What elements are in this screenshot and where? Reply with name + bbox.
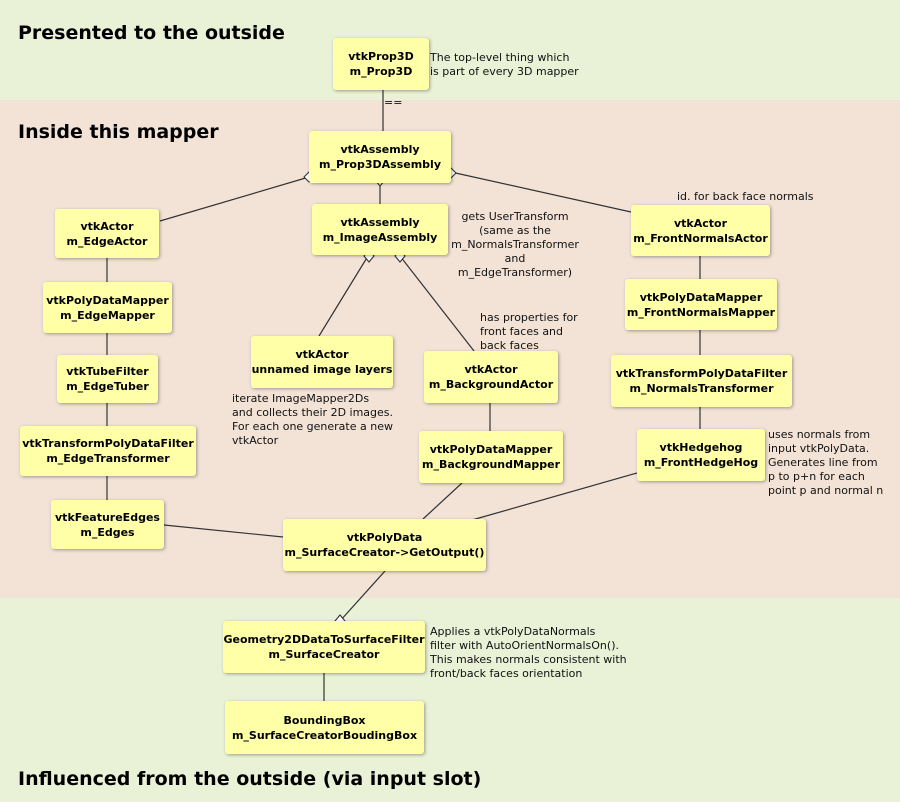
- node-assembly-type: vtkAssembly: [340, 143, 420, 156]
- input-slot-section-band: [0, 598, 900, 802]
- node-background-mapper-type: vtkPolyDataMapper: [429, 443, 553, 456]
- node-edge-transformer: vtkTransformPolyDataFilter m_EdgeTransfo…: [20, 426, 196, 476]
- node-bounding-box-type: BoundingBox: [283, 713, 366, 727]
- edge-edges-polydata: [163, 524, 284, 538]
- node-edge-tuber-name: m_EdgeTuber: [66, 380, 149, 393]
- node-assembly: vtkAssembly m_Prop3DAssembly: [309, 131, 451, 183]
- node-background-actor: vtkActor m_BackgroundActor: [424, 351, 558, 403]
- edge-polydata-surface-creator: [339, 570, 386, 622]
- node-image-layers-type: vtkActor: [295, 348, 349, 361]
- node-feature-edges-type: vtkFeatureEdges: [55, 510, 160, 524]
- section-title-outside: Presented to the outside: [18, 22, 285, 44]
- node-normals-transformer-type: vtkTransformPolyDataFilter: [615, 367, 788, 380]
- node-front-normals-mapper-name: m_FrontNormalsMapper: [626, 305, 776, 319]
- note-user-transform: gets UserTransform (same as the m_Normal…: [451, 210, 579, 279]
- node-front-hedgehog-type: vtkHedgehog: [659, 441, 743, 454]
- node-edge-tuber-type: vtkTubeFilter: [66, 365, 149, 378]
- note-back-face-normals: id. for back face normals: [677, 190, 814, 203]
- node-background-actor-type: vtkActor: [464, 363, 518, 376]
- node-edge-mapper-name: m_EdgeMapper: [60, 308, 155, 322]
- node-surface-creator: Geometry2DDataToSurfaceFilter m_SurfaceC…: [223, 621, 425, 673]
- node-front-hedgehog: vtkHedgehog m_FrontHedgeHog: [637, 429, 765, 481]
- note-surface-creator: Applies a vtkPolyDataNormals filter with…: [430, 625, 627, 680]
- node-surface-creator-type: Geometry2DDataToSurfaceFilter: [223, 633, 425, 646]
- edge-background-mapper-polydata: [422, 482, 463, 520]
- node-background-mapper: vtkPolyDataMapper m_BackgroundMapper: [419, 431, 563, 483]
- node-edge-actor-type: vtkActor: [80, 219, 134, 233]
- node-image-assembly-name: m_ImageAssembly: [322, 230, 438, 244]
- node-bounding-box-name: m_SurfaceCreatorBoudingBox: [231, 728, 418, 742]
- node-background-actor-name: m_BackgroundActor: [428, 378, 554, 391]
- node-image-assembly-type: vtkAssembly: [340, 215, 420, 229]
- node-normals-transformer-name: m_NormalsTransformer: [629, 382, 774, 395]
- node-front-normals-mapper-type: vtkPolyDataMapper: [639, 290, 763, 304]
- outside-section-band: [0, 0, 900, 100]
- node-image-layers-name: unnamed image layers: [251, 363, 393, 376]
- node-polydata-type: vtkPolyData: [346, 531, 423, 544]
- node-front-normals-actor-type: vtkActor: [673, 216, 728, 230]
- node-polydata: vtkPolyData m_SurfaceCreator->GetOutput(…: [283, 519, 486, 571]
- node-front-hedgehog-name: m_FrontHedgeHog: [643, 456, 759, 469]
- edge-image-assembly-layers: [318, 255, 369, 337]
- node-image-layers: vtkActor unnamed image layers: [251, 336, 393, 388]
- node-feature-edges-name: m_Edges: [80, 525, 135, 539]
- note-hedgehog: uses normals from input vtkPolyData. Gen…: [768, 428, 884, 497]
- node-prop3d: vtkProp3D m_Prop3D: [333, 38, 429, 90]
- node-edge-transformer-name: m_EdgeTransformer: [46, 452, 170, 465]
- node-prop3d-type: vtkProp3D: [348, 50, 414, 63]
- section-title-input-slot: Influenced from the outside (via input s…: [18, 768, 482, 790]
- node-front-normals-mapper: vtkPolyDataMapper m_FrontNormalsMapper: [625, 279, 777, 330]
- note-background-properties: has properties for front faces and back …: [480, 311, 578, 352]
- node-edge-transformer-type: vtkTransformPolyDataFilter: [22, 437, 194, 450]
- node-front-normals-actor-name: m_FrontNormalsActor: [633, 231, 768, 245]
- node-edge-mapper: vtkPolyDataMapper m_EdgeMapper: [43, 282, 172, 333]
- note-image-mapper: iterate ImageMapper2Ds and collects thei…: [232, 392, 394, 447]
- equality-edge-label: ==: [384, 96, 403, 109]
- node-background-mapper-name: m_BackgroundMapper: [422, 458, 560, 471]
- node-surface-creator-name: m_SurfaceCreator: [268, 648, 380, 661]
- node-image-assembly: vtkAssembly m_ImageAssembly: [312, 204, 448, 255]
- node-front-normals-actor: vtkActor m_FrontNormalsActor: [631, 205, 770, 256]
- node-feature-edges: vtkFeatureEdges m_Edges: [51, 500, 164, 549]
- node-edge-mapper-type: vtkPolyDataMapper: [46, 293, 169, 307]
- node-edge-actor: vtkActor m_EdgeActor: [55, 209, 159, 258]
- node-prop3d-name: m_Prop3D: [349, 65, 413, 78]
- node-assembly-name: m_Prop3DAssembly: [318, 158, 441, 171]
- edge-image-assembly-background: [399, 255, 475, 352]
- node-normals-transformer: vtkTransformPolyDataFilter m_NormalsTran…: [611, 355, 792, 407]
- section-title-inside: Inside this mapper: [18, 121, 219, 143]
- node-bounding-box: BoundingBox m_SurfaceCreatorBoudingBox: [225, 701, 424, 754]
- note-prop3d: The top-level thing which is part of eve…: [430, 51, 579, 78]
- node-edge-actor-name: m_EdgeActor: [66, 234, 148, 248]
- node-polydata-name: m_SurfaceCreator->GetOutput(): [284, 546, 485, 559]
- edge-assembly-edge-actor: [159, 176, 310, 222]
- edge-assembly-front-normals-actor: [450, 171, 632, 213]
- node-edge-tuber: vtkTubeFilter m_EdgeTuber: [57, 355, 158, 403]
- edge-hedgehog-polydata: [471, 472, 638, 521]
